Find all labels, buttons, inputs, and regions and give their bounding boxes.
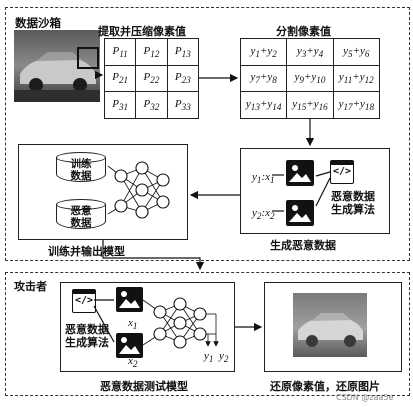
watermark: CSDN @zaa5e — [336, 393, 394, 402]
test-model-label: 恶意数据测试模型 — [100, 380, 188, 393]
matrix-p-cell: P13 — [166, 38, 200, 66]
code-icon: </> — [72, 289, 96, 313]
car-photo — [14, 30, 100, 102]
restored-car-photo — [293, 293, 367, 357]
matrix-p-cell: P22 — [135, 64, 168, 93]
db-line: 恶意 — [70, 205, 92, 217]
algo-label-bottom: 恶意数据生成算法 — [65, 323, 109, 349]
matrix-y-cell: y3+y4 — [286, 38, 334, 66]
matrix-p-cell: P12 — [135, 38, 168, 66]
matrix-p-cell: P31 — [103, 91, 137, 119]
image-icon — [116, 333, 143, 358]
matrix-p-cell: P23 — [166, 64, 200, 93]
db-malicious: 恶意数据 — [56, 199, 106, 229]
train-label: 训练并输出模型 — [48, 245, 125, 258]
test-outputs: y1 y2 — [204, 350, 229, 365]
generate-label: 生成恶意数据 — [270, 239, 336, 252]
matrix-y-cell: y5+y6 — [332, 38, 381, 66]
attacker-region — [5, 272, 410, 396]
algo-line: 生成算法 — [65, 336, 109, 349]
attacker-label: 攻击者 — [14, 280, 47, 293]
db-line: 数据 — [70, 170, 92, 182]
matrix-p-cell: P32 — [135, 91, 168, 119]
matrix-y-cell: y13+y14 — [239, 91, 288, 119]
image-icon — [116, 287, 143, 312]
algo-label-top: 恶意数据生成算法 — [331, 190, 375, 216]
matrix-y-cell: y1+y2 — [239, 38, 288, 66]
extract-label: 提取并压缩像素值 — [98, 25, 186, 38]
sandbox-label: 数据沙箱 — [15, 16, 61, 30]
db-train: 训练数据 — [56, 152, 106, 182]
split-label: 分割像素值 — [276, 25, 331, 38]
pair-label-1: y1:x1 — [252, 171, 275, 186]
image-icon — [286, 200, 314, 226]
code-icon: </> — [330, 160, 354, 184]
matrix-y-cell: y9+y10 — [286, 64, 334, 93]
db-line: 数据 — [70, 217, 92, 229]
algo-line: 恶意数据 — [65, 323, 109, 336]
restore-label: 还原像素值，还原图片 — [270, 380, 380, 393]
pair-label-2: y2:x2 — [252, 207, 275, 222]
test-input-x2: x2 — [128, 355, 138, 370]
matrix-p-cell: P21 — [103, 64, 137, 93]
matrix-y-cell: y17+y18 — [332, 91, 381, 119]
image-icon — [286, 160, 314, 186]
test-input-x1: x1 — [128, 317, 138, 332]
db-line: 训练 — [70, 158, 92, 170]
algo-line: 恶意数据 — [331, 190, 375, 203]
matrix-p-cell: P11 — [103, 38, 137, 66]
matrix-p-cell: P33 — [166, 91, 200, 119]
generate-box — [240, 148, 390, 234]
algo-line: 生成算法 — [331, 203, 375, 216]
sandbox-region — [5, 7, 410, 261]
